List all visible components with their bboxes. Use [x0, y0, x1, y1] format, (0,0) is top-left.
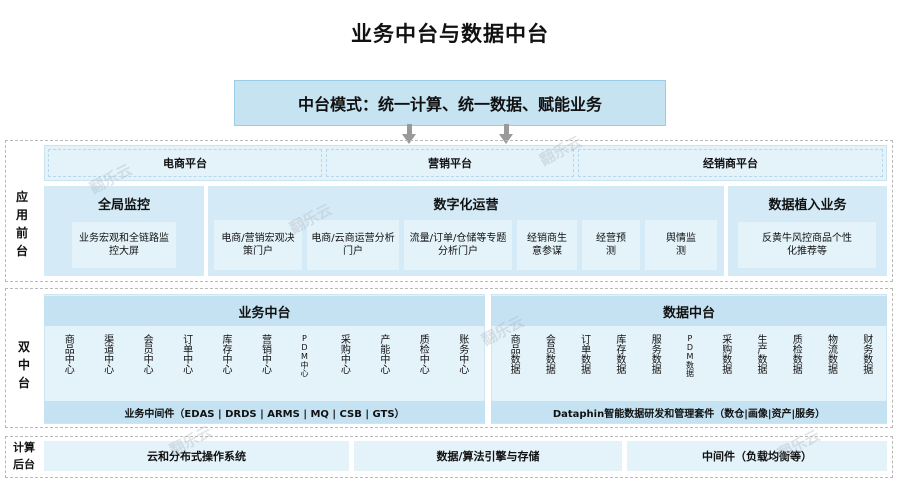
data-item: 质检数据: [790, 334, 802, 374]
data-item: 商品数据: [508, 334, 520, 374]
business-center-item: PDM中心: [299, 334, 309, 377]
platform-ecommerce-label: 电商平台: [163, 157, 207, 170]
backend-item-middleware-text: 中间件（负载均衡等）: [702, 450, 812, 463]
data-item: 生产数据: [754, 334, 766, 374]
backend-item-engine-text: 数据/算法引擎与存储: [436, 450, 540, 463]
business-center-item: 产能中心: [377, 334, 389, 374]
business-middleware-text: 业务中间件（EDAS | DRDS | ARMS | MQ | CSB | GT…: [124, 408, 405, 420]
digital-ops-item-4-text: 经销商生意参谋: [527, 233, 567, 257]
digital-ops-title: 数字化运营: [433, 197, 499, 213]
global-monitor-item: 业务宏观和全链路监控大屏: [72, 222, 176, 268]
business-center-item: 质检中心: [417, 334, 429, 374]
business-center-item: 营销中心: [259, 334, 271, 374]
digital-ops-item-5: 经营预测: [582, 220, 640, 270]
business-center-item: 账务中心: [456, 334, 468, 374]
front-layer: [5, 140, 893, 282]
data-item: PDM数据: [685, 334, 695, 377]
data-item: 服务数据: [649, 334, 661, 374]
platform-dealer-label: 经销商平台: [703, 157, 758, 170]
data-item: 会员数据: [543, 334, 555, 374]
backend-layer: [5, 436, 893, 478]
digital-ops-item-1-text: 电商/营销宏观决策门户: [221, 233, 295, 257]
page-title: 业务中台与数据中台: [351, 22, 549, 46]
platform-dealer: 经销商平台: [578, 149, 883, 177]
dual-layer-label-text: 双中台: [17, 340, 30, 390]
platform-marketing-label: 营销平台: [428, 157, 472, 170]
data-item: 订单数据: [578, 334, 590, 374]
data-item: 采购数据: [719, 334, 731, 374]
backend-item-os-text: 云和分布式操作系统: [147, 450, 246, 463]
business-center-item: 渠道中心: [101, 334, 113, 374]
data-implant-title: 数据植入业务: [768, 197, 847, 213]
digital-ops-item-4: 经销商生意参谋: [517, 220, 577, 270]
data-suite-text: Dataphin智能数据研发和管理套件（数仓|画像|资产|服务）: [552, 408, 826, 420]
business-center-item: 采购中心: [338, 334, 350, 374]
platform-ecommerce: 电商平台: [48, 149, 322, 177]
down-arrow-left: [402, 124, 416, 144]
front-layer-label: 应用前台: [13, 188, 31, 260]
digital-ops-item-6-text: 舆情监测: [666, 233, 696, 257]
platform-marketing: 营销平台: [326, 149, 574, 177]
backend-item-middleware: 中间件（负载均衡等）: [627, 441, 887, 471]
business-middleware: 业务中间件（EDAS | DRDS | ARMS | MQ | CSB | GT…: [44, 401, 485, 423]
data-platform-title: 数据中台: [491, 296, 887, 326]
backend-item-engine: 数据/算法引擎与存储: [354, 441, 622, 471]
data-implant-item: 反黄牛风控商品个性化推荐等: [738, 222, 876, 268]
digital-ops-item-1: 电商/营销宏观决策门户: [214, 220, 302, 270]
digital-ops-item-5-text: 经营预测: [596, 233, 626, 257]
business-center-item: 订单中心: [180, 334, 192, 374]
business-centers: 商品中心 渠道中心 会员中心 订单中心 库存中心 营销中心 PDM中心 采购中心…: [48, 334, 482, 396]
dual-layer-label: 双中台: [15, 338, 33, 392]
business-center-item: 商品中心: [62, 334, 74, 374]
global-monitor-title: 全局监控: [97, 197, 150, 213]
front-layer-label-text: 应用前台: [15, 190, 28, 258]
data-item: 财务数据: [860, 334, 872, 374]
global-monitor-item-text: 业务宏观和全链路监控大屏: [79, 233, 169, 257]
dual-layer: [5, 288, 893, 428]
business-center-item: 会员中心: [141, 334, 153, 374]
data-suite: Dataphin智能数据研发和管理套件（数仓|画像|资产|服务）: [491, 401, 887, 423]
down-arrow-right: [499, 124, 513, 144]
business-center-item: 库存中心: [220, 334, 232, 374]
digital-ops-item-6: 舆情监测: [645, 220, 717, 270]
digital-ops-item-2-text: 电商/云商运营分析门户: [311, 233, 395, 257]
data-item: 库存数据: [613, 334, 625, 374]
backend-layer-label-text: 计算后台: [13, 441, 35, 471]
digital-ops-item-2: 电商/云商运营分析门户: [307, 220, 399, 270]
data-item: 物流数据: [825, 334, 837, 374]
data-implant-item-text: 反黄牛风控商品个性化推荐等: [762, 233, 852, 257]
digital-ops-item-3-text: 流量/订单/仓储等专题分析门户: [409, 233, 507, 257]
backend-layer-label: 计算后台: [8, 439, 40, 473]
backend-item-os: 云和分布式操作系统: [44, 441, 349, 471]
business-platform-title: 业务中台: [44, 296, 485, 326]
platform-strip: [44, 145, 887, 181]
data-items: 商品数据 会员数据 订单数据 库存数据 服务数据 PDM数据 采购数据 生产数据…: [496, 334, 884, 396]
mode-box: 中台模式：统一计算、统一数据、赋能业务: [234, 80, 666, 126]
digital-ops-item-3: 流量/订单/仓储等专题分析门户: [404, 220, 512, 270]
